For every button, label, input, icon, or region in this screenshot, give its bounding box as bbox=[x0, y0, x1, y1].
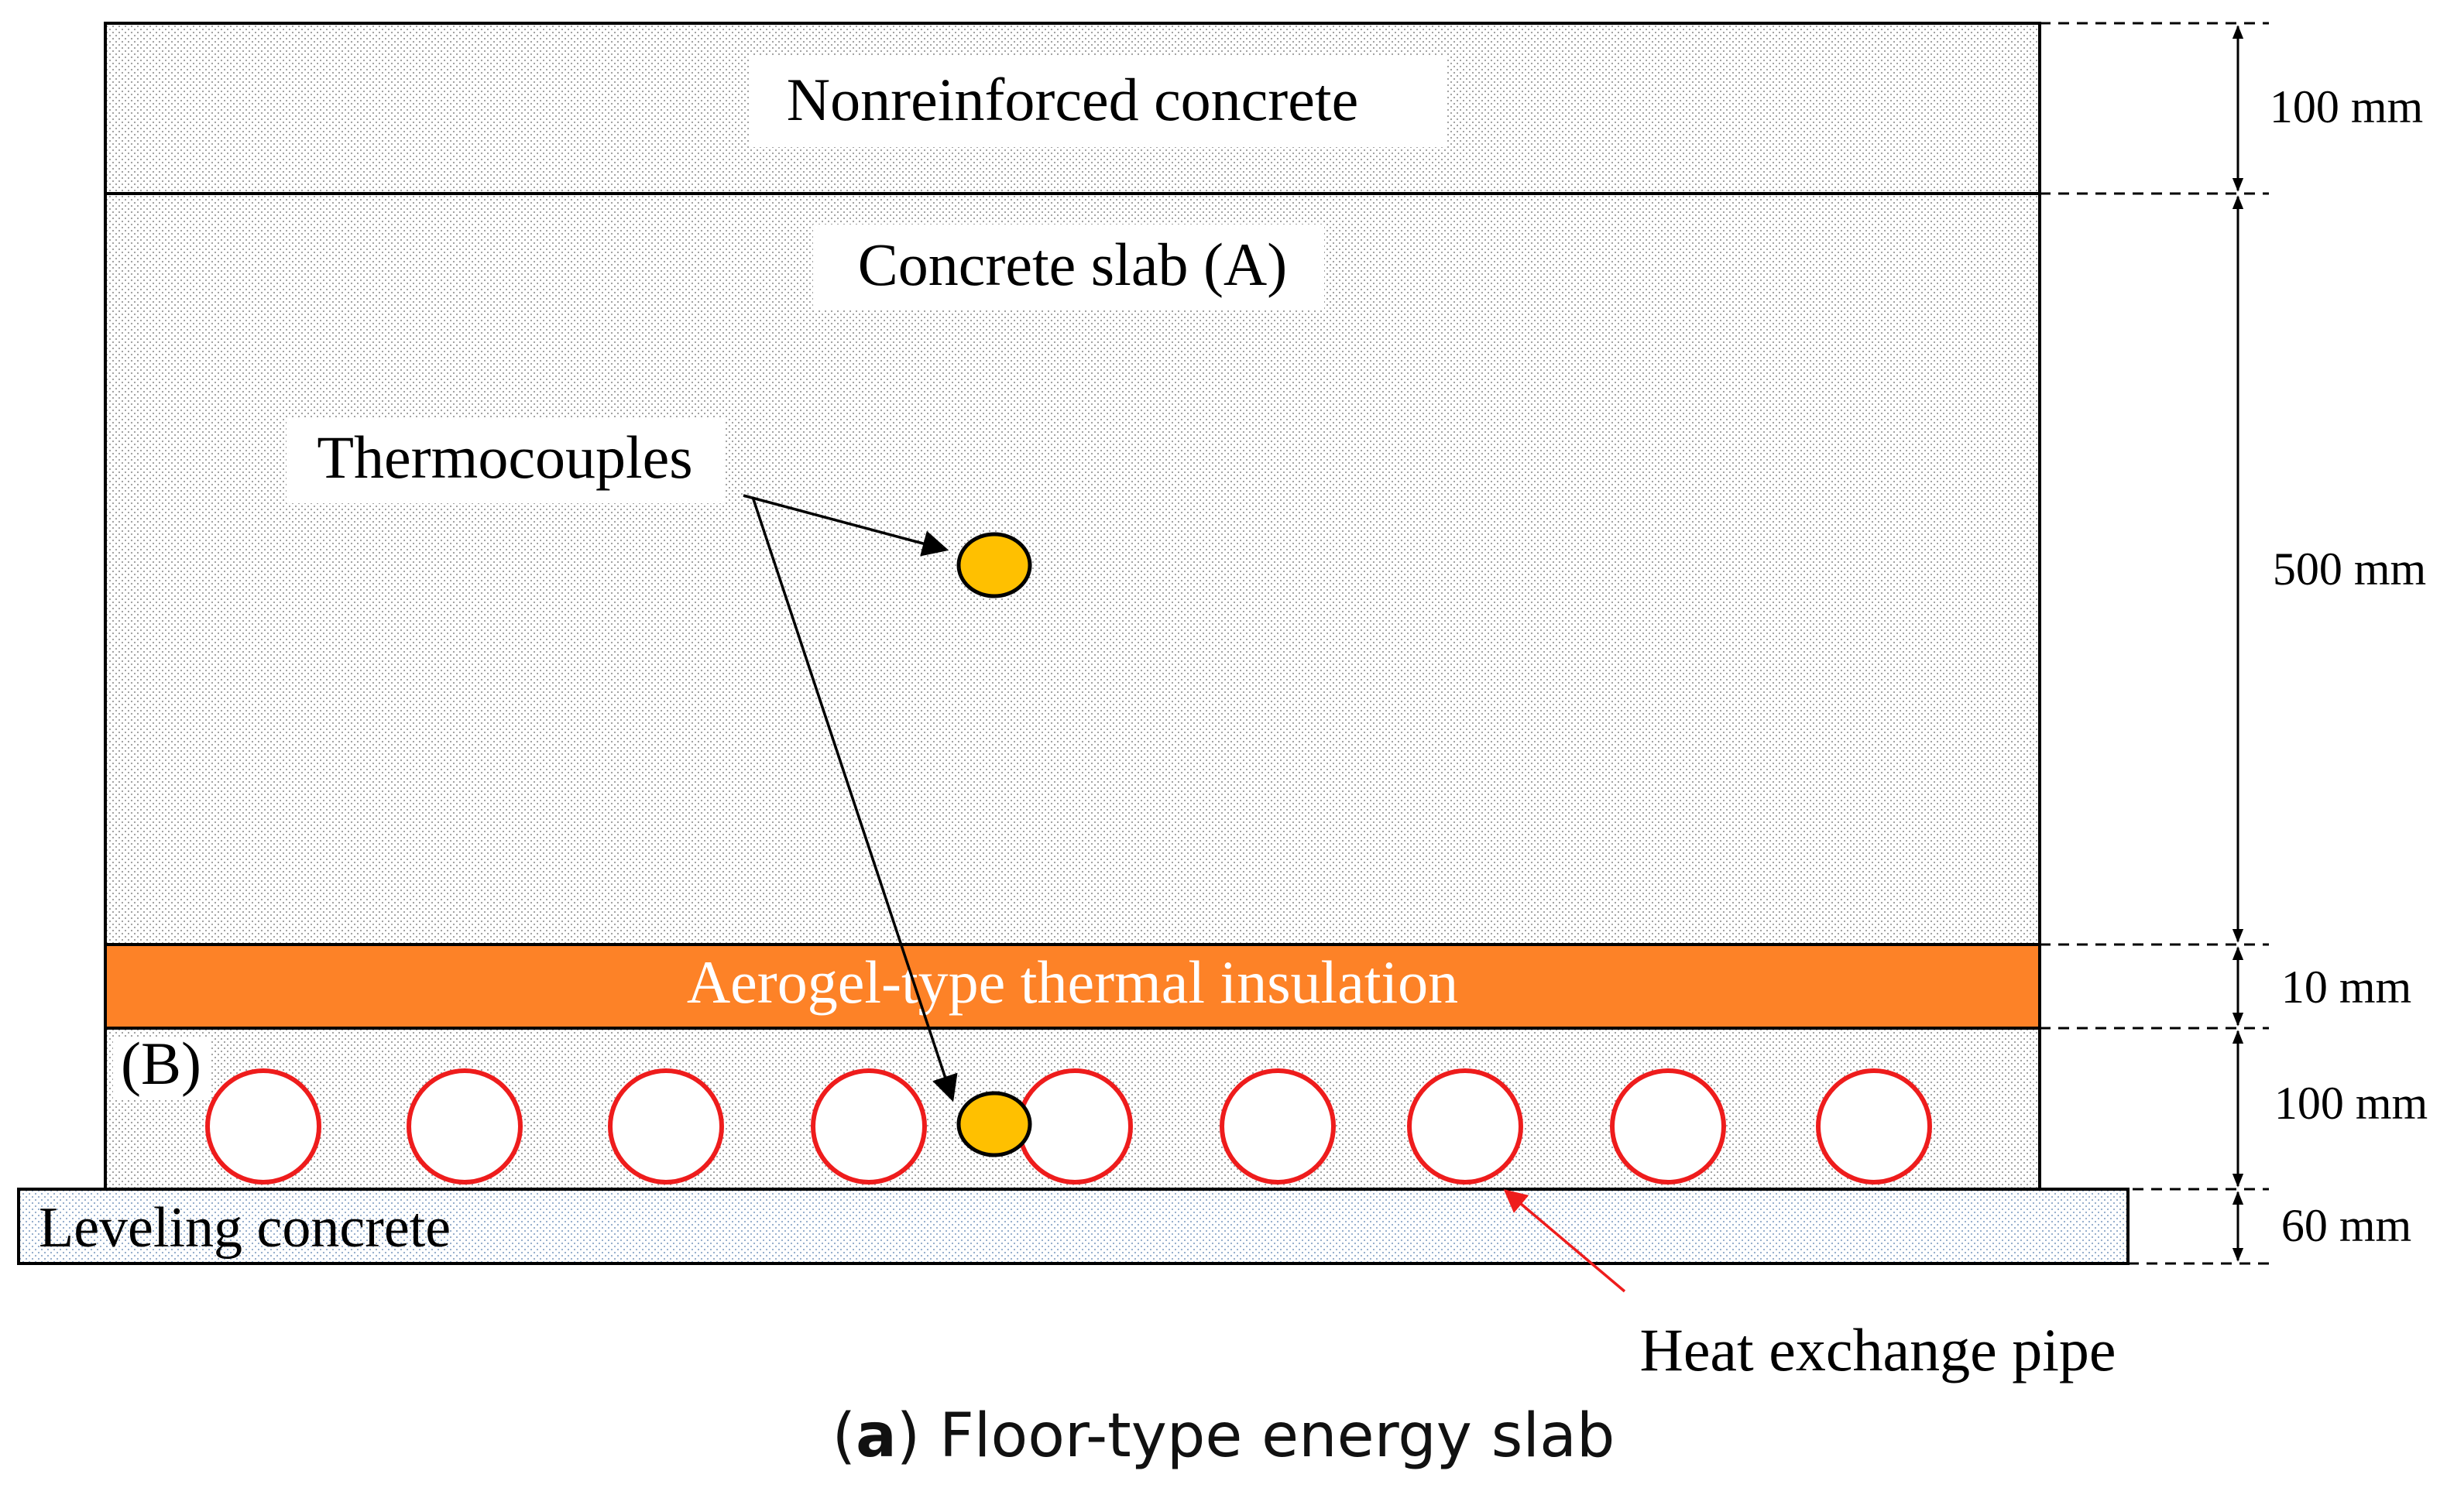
aerogel-insulation-label: Aerogel-type thermal insulation bbox=[687, 948, 1458, 1016]
dimension-label-top: 100 mm bbox=[2270, 81, 2423, 132]
heat-pipe bbox=[608, 1068, 724, 1185]
thermocouple-upper bbox=[956, 532, 1032, 598]
heat-pipe bbox=[811, 1068, 927, 1185]
dimension-label-leveling: 60 mm bbox=[2281, 1200, 2411, 1251]
pipe-zone-label: (B) bbox=[121, 1030, 201, 1097]
dimension-label-insulation: 10 mm bbox=[2281, 962, 2411, 1013]
dimension-label-slab: 500 mm bbox=[2273, 543, 2426, 595]
heat-pipe-arrow bbox=[1503, 1189, 1626, 1293]
dimension-label-pipe-zone: 100 mm bbox=[2274, 1078, 2428, 1129]
concrete-slab-layer bbox=[104, 192, 2041, 946]
heat-pipe bbox=[1220, 1068, 1336, 1185]
leveling-concrete-label: Leveling concrete bbox=[39, 1196, 451, 1260]
leveling-concrete-layer bbox=[17, 1188, 2130, 1265]
thermocouple-arrow-upper bbox=[743, 494, 949, 557]
heat-pipe-label: Heat exchange pipe bbox=[1639, 1316, 2116, 1383]
heat-exchange-pipes bbox=[205, 1068, 1932, 1185]
thermocouple-arrow-lower bbox=[751, 496, 958, 1102]
thermocouples-label: Thermocouples bbox=[317, 423, 692, 491]
thermocouple-lower bbox=[956, 1091, 1032, 1157]
heat-pipe bbox=[1407, 1068, 1523, 1185]
caption-label: a bbox=[856, 1401, 897, 1471]
heat-pipe bbox=[1610, 1068, 1726, 1185]
caption-text: Floor-type energy slab bbox=[939, 1401, 1615, 1471]
dimension-extension-lines bbox=[2040, 22, 2269, 1265]
heat-pipe bbox=[1816, 1068, 1932, 1185]
concrete-slab-label: Concrete slab (A) bbox=[858, 231, 1287, 298]
heat-pipe bbox=[407, 1068, 523, 1185]
figure-caption: (a) Floor-type energy slab bbox=[832, 1401, 1615, 1471]
heat-pipe bbox=[205, 1068, 321, 1185]
heat-pipe bbox=[1017, 1068, 1133, 1185]
nonreinforced-concrete-label: Nonreinforced concrete bbox=[787, 66, 1358, 133]
